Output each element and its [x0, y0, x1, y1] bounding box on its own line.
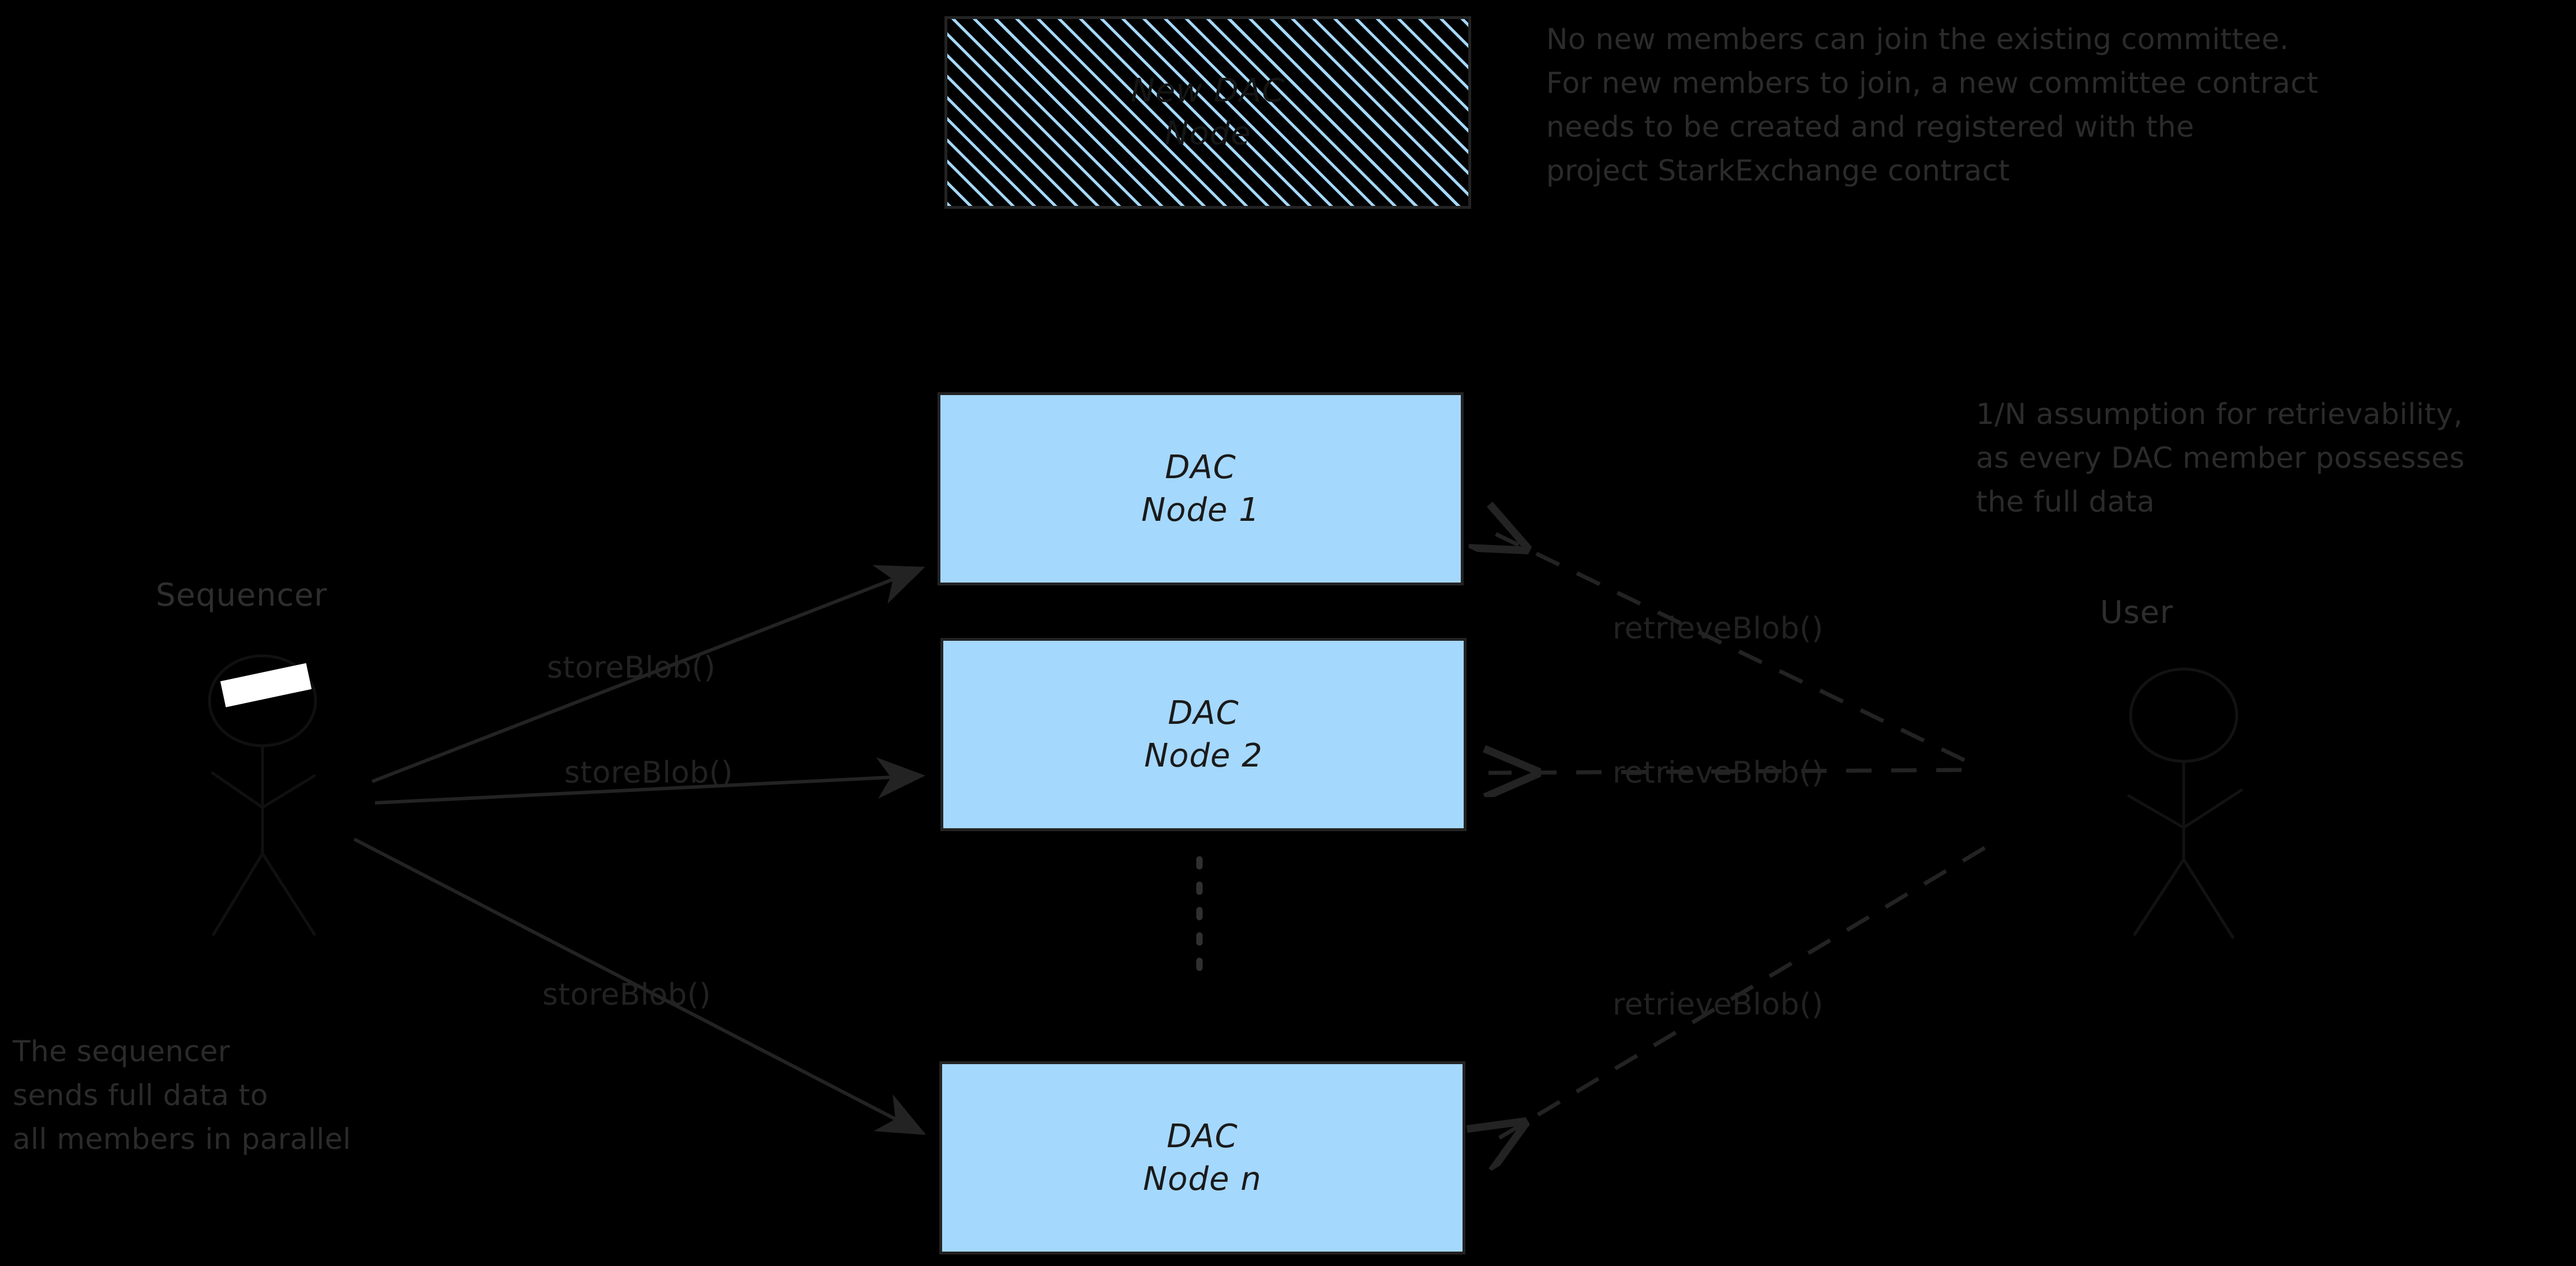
dac-node-2-title: DAC — [1168, 694, 1239, 732]
edge-label-store-blob-1: storeBlob() — [547, 651, 716, 685]
edge-label-retrieve-blob-n: retrieveBlob() — [1613, 987, 1824, 1022]
arrow-sequencer-to-node2 — [374, 757, 925, 805]
dac-node-1-subtitle: Node 1 — [1141, 491, 1260, 529]
arrow-sequencer-to-node1 — [371, 565, 925, 783]
sequencer-label: Sequencer — [156, 577, 328, 613]
edge-label-retrieve-blob-1: retrieveBlob() — [1613, 611, 1824, 646]
dac-node-2-box[interactable]: DAC Node 2 — [940, 638, 1467, 831]
new-dac-node-box[interactable]: New DAC Node — [944, 16, 1471, 209]
new-dac-node-subtitle: Node — [1164, 115, 1251, 152]
dac-node-1-title: DAC — [1165, 448, 1236, 486]
arrow-sequencer-to-noden — [353, 837, 927, 1135]
note-sequencer-parallel: The sequencer sends full data to all mem… — [13, 1035, 351, 1156]
dac-node-2-subtitle: Node 2 — [1144, 737, 1263, 775]
edge-label-store-blob-n: storeBlob() — [542, 978, 711, 1012]
edge-label-store-blob-2: storeBlob() — [564, 756, 733, 790]
edge-label-retrieve-blob-2: retrieveBlob() — [1613, 756, 1824, 790]
note-committee: No new members can join the existing com… — [1546, 22, 2319, 187]
note-retrievability: 1/N assumption for retrievability, as ev… — [1976, 397, 2465, 519]
user-figure-icon — [2127, 667, 2243, 939]
dac-node-n-title: DAC — [1167, 1117, 1238, 1155]
arrow-user-to-node2 — [1488, 770, 1962, 773]
dac-node-n-box[interactable]: DAC Node n — [939, 1061, 1465, 1254]
arrow-user-to-noden — [1483, 846, 1986, 1148]
dac-node-n-subtitle: Node n — [1143, 1160, 1262, 1198]
dac-node-1-box[interactable]: DAC Node 1 — [938, 392, 1464, 585]
new-dac-node-title: New DAC — [1130, 72, 1285, 110]
sequencer-figure-icon — [208, 654, 317, 936]
user-label: User — [2100, 594, 2174, 630]
